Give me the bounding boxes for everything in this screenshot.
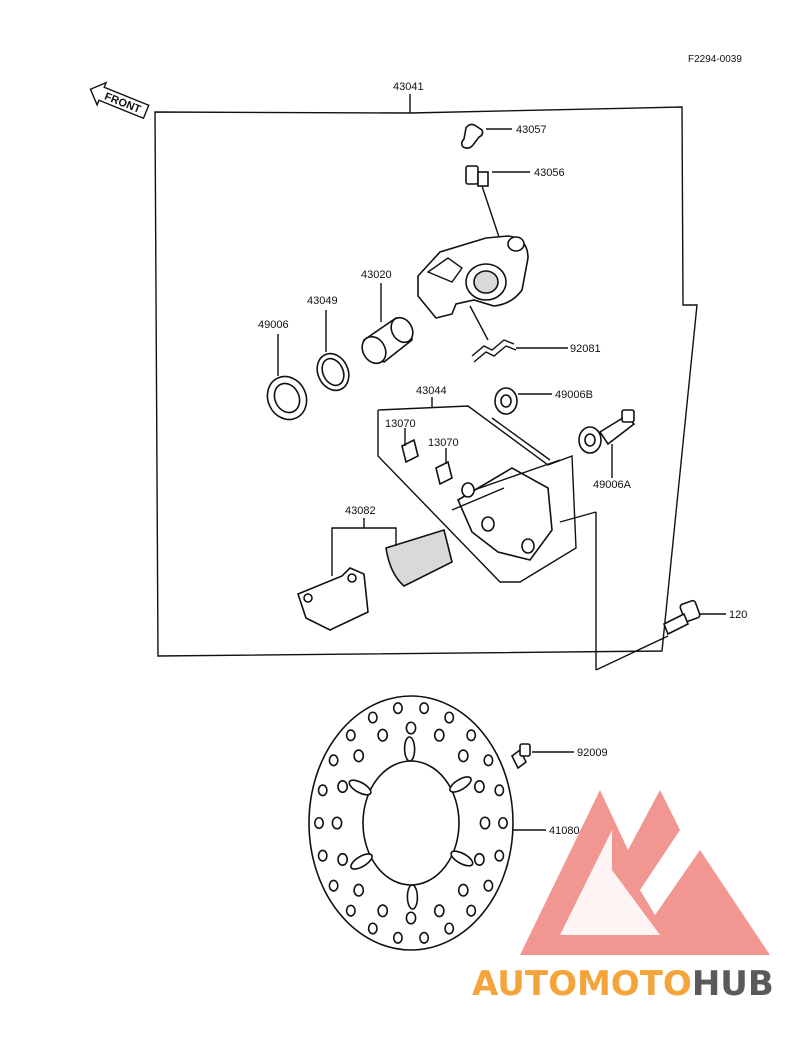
disc-hole — [328, 754, 339, 767]
boot-a: 49006A — [578, 409, 636, 491]
disc-slot — [450, 850, 474, 867]
label-49006: 49006 — [258, 319, 289, 331]
assembly-frame — [154, 106, 698, 657]
label-92081: 92081 — [570, 343, 601, 355]
disc-slot — [348, 779, 372, 796]
label-92009: 92009 — [577, 747, 608, 759]
disc-hole — [392, 702, 403, 715]
piston: 43020 — [361, 269, 414, 365]
pin-b: 13070 — [428, 437, 459, 486]
disc-hole — [405, 721, 417, 735]
watermark-triangle-icon — [520, 790, 770, 955]
disc-bolt: 92009 — [510, 743, 608, 770]
pad-spring: 92081 — [471, 339, 601, 363]
disc-hole — [331, 816, 343, 830]
label-43057: 43057 — [516, 124, 547, 136]
disc-hole — [345, 729, 356, 742]
label-43056: 43056 — [534, 167, 565, 179]
label-13070-a: 13070 — [385, 418, 416, 430]
disc-slot — [403, 736, 416, 762]
svg-text:AUTOMOTOHUB: AUTOMOTOHUB — [472, 964, 774, 1004]
disc-vent-holes — [313, 702, 508, 944]
disc-hole — [367, 711, 378, 724]
watermark-text-hub: HUB — [692, 964, 774, 1004]
disc-hole — [494, 784, 505, 797]
disc-hole — [473, 852, 485, 866]
disc-hole — [367, 922, 378, 935]
boot-b: 49006B — [491, 387, 593, 461]
disc-slot — [449, 776, 472, 793]
disc-slot — [406, 884, 419, 910]
watermark-text-auto: AUTOMOTO — [472, 964, 692, 1004]
disc-hole — [494, 849, 505, 862]
label-43020: 43020 — [361, 269, 392, 281]
disc-hole — [377, 904, 389, 918]
disc-hole — [483, 754, 494, 767]
disc-hole — [457, 883, 469, 897]
disc-hole — [377, 728, 389, 742]
disc-hole — [337, 780, 348, 794]
disc-hole — [317, 849, 328, 862]
label-13070-b: 13070 — [428, 437, 459, 449]
disc-hole — [473, 780, 485, 794]
label-43082: 43082 — [345, 505, 376, 517]
label-41080: 41080 — [549, 825, 580, 837]
label-120: 120 — [729, 609, 747, 621]
bracket-frame — [377, 405, 577, 583]
dust-seal: 49006 — [258, 319, 308, 421]
disc-hole — [353, 883, 365, 897]
disc-slot — [350, 853, 373, 870]
disc-hole — [444, 922, 455, 935]
disc-hole — [419, 702, 430, 715]
disc-hole — [313, 816, 324, 830]
disc-hole — [466, 729, 477, 742]
label-49006B: 49006B — [555, 389, 593, 401]
disc-hole — [497, 816, 508, 830]
front-arrow-icon — [89, 81, 150, 120]
watermark-logo — [520, 790, 770, 955]
pin-a: 13070 — [385, 418, 419, 464]
label-43049: 43049 — [307, 295, 338, 307]
disc-hole — [337, 852, 348, 866]
disc-hole — [345, 904, 356, 917]
bleed-cap: 43057 — [460, 123, 547, 149]
brake-pads: 43082 — [297, 505, 453, 631]
label-49006A: 49006A — [593, 479, 632, 491]
disc-hole — [457, 749, 469, 763]
piston-seal: 43049 — [307, 295, 350, 392]
label-43041: 43041 — [393, 81, 424, 93]
caliper-bracket — [451, 459, 669, 671]
disc-hole — [419, 931, 430, 944]
disc-hole — [444, 711, 455, 724]
disc-hole — [353, 749, 365, 763]
disc-hole — [328, 879, 339, 892]
disc-hole — [466, 904, 477, 917]
brake-disc: 41080 — [308, 695, 580, 951]
caliper-body — [417, 235, 529, 341]
label-43044: 43044 — [416, 385, 447, 397]
disc-hole — [317, 784, 328, 797]
caliper-bolt: 120 — [662, 599, 747, 636]
bleed-valve: 43056 — [465, 165, 565, 241]
disc-hole — [483, 879, 494, 892]
front-arrow: FRONT — [89, 81, 150, 120]
disc-hole — [433, 904, 445, 918]
disc-hole — [392, 931, 403, 944]
figure-code: F2294-0039 — [688, 54, 742, 65]
disc-hole — [479, 816, 491, 830]
disc-hole — [405, 911, 417, 925]
disc-hole — [433, 728, 445, 742]
